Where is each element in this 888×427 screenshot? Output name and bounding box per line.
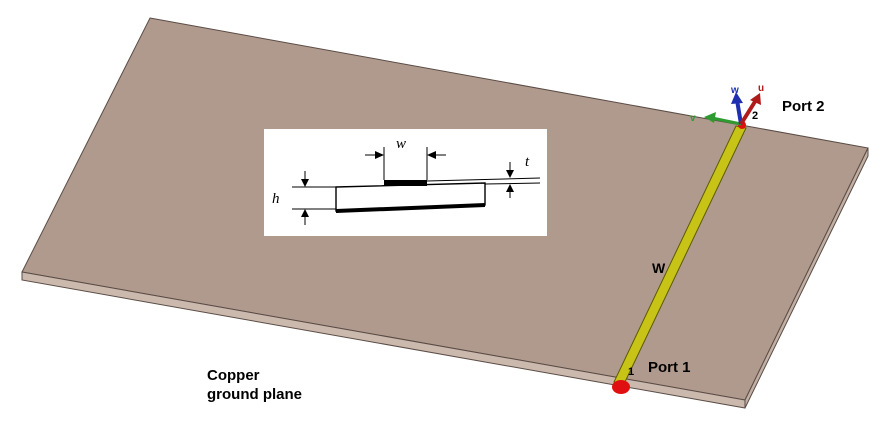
axis-w-arrowhead <box>731 92 743 104</box>
inset-t-arrowhead-bottom <box>506 184 514 192</box>
inset-w-label: w <box>396 136 406 152</box>
port1-marker <box>612 380 630 394</box>
port1-number: 1 <box>628 366 634 378</box>
inset-surface-line-2 <box>484 182 541 185</box>
inset-w-arrowhead-left <box>375 151 384 159</box>
inset-strip <box>384 180 427 186</box>
axis-w-arrow <box>735 99 743 125</box>
axis-u-arrow <box>739 98 758 126</box>
inset-h-arrowhead-bottom <box>301 209 309 217</box>
port2-label: Port 2 <box>782 98 825 115</box>
port1-label: Port 1 <box>648 359 691 376</box>
inset-h-arrowhead-top <box>301 179 309 187</box>
axis-u-arrowhead <box>750 93 761 105</box>
axis-v-arrow <box>711 116 742 126</box>
axis-v-label: v <box>690 113 696 124</box>
axis-w-label: w <box>730 85 739 96</box>
inset-ground <box>336 203 485 213</box>
ground-plane-label-line2: ground plane <box>207 386 302 403</box>
axis-triad: w u v <box>690 83 764 126</box>
inset-t-label: t <box>525 154 530 170</box>
inset-w-arrowhead-right <box>427 151 436 159</box>
inset-h-label: h <box>272 191 280 207</box>
port2-number: 2 <box>752 110 758 122</box>
cross-section-inset: w t h <box>264 129 547 236</box>
axis-v-arrowhead <box>704 112 716 123</box>
substrate-side-edge <box>744 147 869 409</box>
line-width-label: W <box>652 260 666 276</box>
inset-t-arrowhead-top <box>506 170 514 178</box>
inset-surface-line <box>426 177 541 182</box>
ground-plane-label-line1: Copper <box>207 367 260 384</box>
axis-u-label: u <box>758 83 764 94</box>
